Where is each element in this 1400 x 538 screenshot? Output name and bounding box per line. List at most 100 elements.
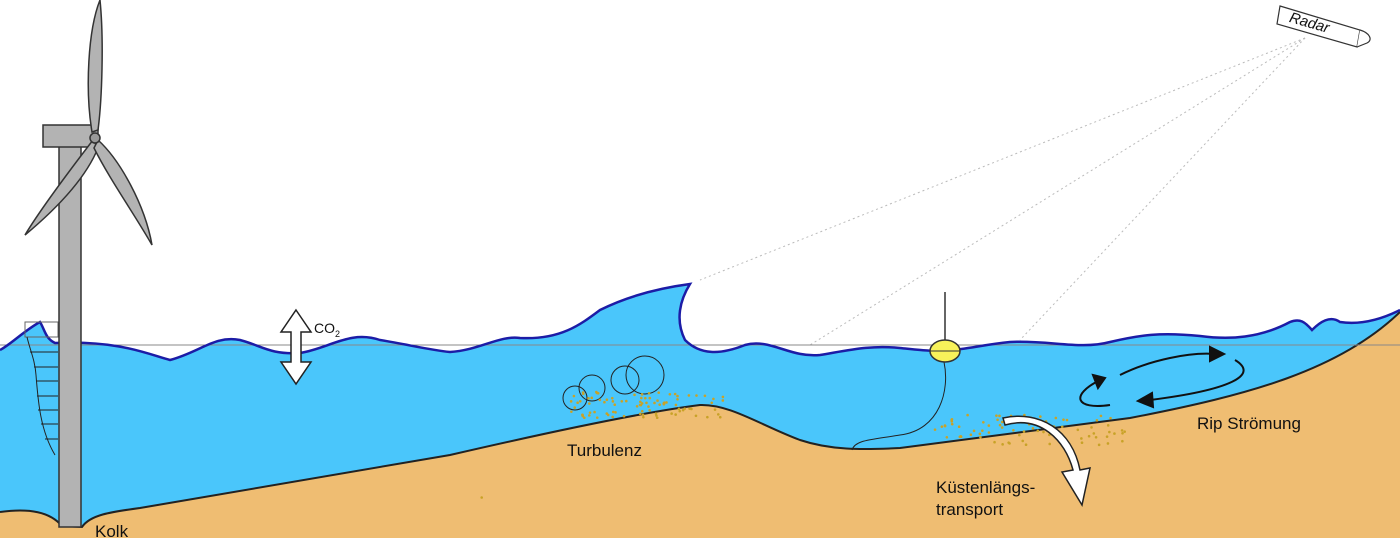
sediment-dot: [638, 412, 642, 416]
sediment-dot: [678, 409, 682, 413]
sediment-dot: [710, 401, 714, 405]
co2-subscript: 2: [335, 328, 341, 339]
sediment-dot: [982, 421, 985, 424]
sediment-dot: [995, 414, 998, 417]
sediment-dot: [1007, 441, 1010, 444]
sediment-dot: [966, 413, 969, 417]
sediment-dot: [570, 410, 573, 413]
sediment-dot: [1106, 424, 1110, 427]
sediment-dot: [576, 401, 579, 405]
sediment-dot: [640, 396, 643, 400]
sediment-dot: [676, 398, 679, 401]
sediment-dot: [1042, 430, 1045, 434]
sediment-dot: [987, 424, 991, 427]
sediment-dot: [655, 414, 658, 417]
sediment-dot: [978, 432, 982, 436]
sediment-dot: [640, 393, 644, 396]
sediment-dot: [598, 398, 602, 402]
sediment-dot: [654, 412, 658, 415]
sediment-dot: [1031, 427, 1035, 430]
sediment-dot: [1092, 432, 1096, 435]
sediment-dot: [940, 425, 944, 428]
sediment-dot: [683, 407, 687, 410]
sediment-dot: [670, 412, 673, 415]
wind-turbine: [24, 0, 153, 528]
longshore-label-line2: transport: [936, 500, 1004, 519]
radar-beams: [699, 37, 1306, 346]
sediment-dot: [959, 434, 963, 438]
radar-device: Radar: [1276, 5, 1371, 48]
sediment-dot: [950, 417, 954, 421]
sediment-dot: [647, 392, 651, 395]
sediment-dot: [718, 415, 722, 419]
sediment-dot: [1087, 434, 1091, 438]
sediment-dot: [647, 405, 650, 408]
sediment-dot: [674, 403, 678, 407]
turbulence-eddies: [562, 355, 665, 411]
sediment-dot: [662, 402, 666, 406]
sediment-dot: [716, 413, 720, 416]
sediment-dot: [639, 400, 642, 404]
sediment-dot: [1097, 443, 1101, 447]
sediment-dot: [1039, 415, 1042, 418]
measurement-buoy: [851, 292, 961, 451]
sediment-dot: [644, 396, 647, 400]
sediment-dot: [1012, 428, 1015, 432]
sediment-dot: [603, 400, 606, 404]
sediment-dot: [611, 400, 615, 403]
sediment-dot: [721, 395, 725, 399]
sediment-dot: [668, 392, 672, 396]
co2-label: CO2: [314, 318, 340, 344]
sediment-dot: [595, 390, 598, 394]
sediment-dot: [590, 396, 594, 400]
sediment-dot: [703, 394, 707, 398]
sediment-dot: [640, 402, 644, 405]
sediment-dot: [1054, 416, 1058, 420]
sediment-dot: [993, 440, 996, 444]
sediment-dot: [572, 394, 576, 398]
sediment-dot: [677, 407, 681, 411]
sediment-dot: [613, 403, 617, 406]
sediment-dot: [633, 393, 636, 397]
sediment-dot: [624, 399, 628, 403]
sediment-dot: [1000, 426, 1004, 429]
sediment-dot: [1065, 418, 1069, 422]
sediment-dot: [620, 399, 624, 403]
sediment-dot: [1094, 435, 1098, 439]
sediment-dot: [581, 392, 585, 396]
sediment-dot: [578, 399, 582, 403]
sediment-dot: [1090, 426, 1093, 429]
sediment-dot: [998, 423, 1002, 427]
sediment-dot: [595, 416, 599, 419]
sediment-dot: [950, 420, 954, 423]
sediment-dot: [588, 402, 591, 405]
sediment-dot: [1109, 416, 1112, 420]
sediment-dot: [996, 418, 999, 422]
sediment-dot: [979, 435, 982, 439]
sediment-dot: [1060, 425, 1064, 429]
sediment-dot: [573, 406, 577, 409]
sediment-dot: [657, 391, 661, 394]
sediment-dot: [1108, 430, 1111, 434]
sediment-dot: [587, 397, 590, 400]
sediment-dot: [695, 394, 698, 397]
sediment-dot: [1113, 432, 1116, 435]
sediment-dot: [655, 416, 659, 420]
sediment-dot: [648, 396, 652, 400]
sediment-dot: [957, 425, 961, 429]
sediment-dot: [480, 496, 483, 499]
sediment-dot: [1080, 441, 1084, 445]
co2-exchange-arrow: [279, 308, 313, 386]
sediment-dot: [1018, 433, 1021, 437]
sediment-dot: [642, 415, 645, 419]
sediment-dot: [583, 416, 586, 420]
sediment-dot: [721, 399, 725, 402]
sediment-dot: [706, 415, 709, 419]
turbulence-label: Turbulenz: [567, 441, 642, 460]
sediment-dot: [645, 401, 648, 405]
sediment-dot: [950, 422, 954, 426]
longshore-transport-arrow: [1002, 415, 1091, 507]
sediment-dot: [656, 399, 659, 402]
sediment-dot: [1121, 439, 1124, 443]
sediment-dot: [687, 394, 691, 397]
